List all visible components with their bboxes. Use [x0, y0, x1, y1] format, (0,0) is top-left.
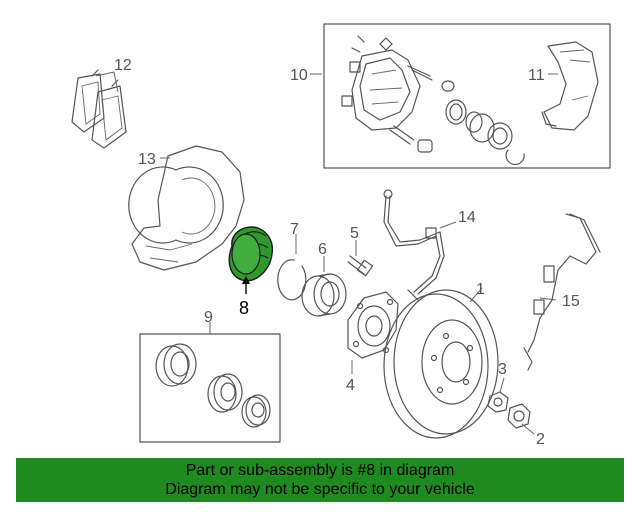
lug-nut-drawing: [487, 391, 509, 413]
disc-rotor-drawing: [383, 289, 499, 439]
callout-15: 15: [562, 293, 580, 310]
callout-1: 1: [476, 281, 485, 298]
abs-sensor-drawing: [523, 213, 601, 371]
callout-8: 8: [239, 298, 249, 318]
part-8-arrow: [242, 276, 250, 294]
callout-7: 7: [290, 221, 299, 238]
parts-diagram: 1 2 3 4 5 6 7 8 9 10 11 12 13 14 15: [71, 23, 611, 448]
leader-lines: [95, 71, 558, 435]
caliper-bracket-drawing: [541, 41, 599, 131]
wheel-bearing-drawing: [301, 273, 347, 317]
hub-bolt-drawing: [347, 255, 374, 277]
hub-drawing: [347, 291, 399, 359]
callout-12: 12: [114, 57, 132, 74]
caliper-assembly-box: [323, 23, 611, 169]
callout-9: 9: [204, 309, 213, 326]
part-8-highlighted-seal: [228, 226, 274, 282]
callout-4: 4: [346, 377, 355, 394]
brake-pads-drawing: [71, 69, 127, 149]
callout-6: 6: [318, 241, 327, 258]
callout-3: 3: [498, 361, 507, 378]
callout-13: 13: [138, 151, 156, 168]
snap-ring-drawing: [277, 259, 307, 301]
callout-14: 14: [458, 209, 476, 226]
callout-10: 10: [290, 67, 308, 84]
banner-line-1: Part or sub-assembly is #8 in diagram: [185, 462, 455, 479]
hub-nut-drawing: [507, 403, 531, 429]
dust-shield-drawing: [128, 145, 245, 271]
banner-line-2: Diagram may not be specific to your vehi…: [165, 481, 475, 498]
brake-hose-drawing: [383, 189, 445, 301]
callout-5: 5: [350, 225, 359, 242]
bearing-kit-drawing: [155, 343, 271, 428]
callout-11: 11: [528, 67, 545, 84]
piston-seals-drawing: [441, 80, 525, 166]
callout-2: 2: [536, 431, 545, 448]
info-banner: Part or sub-assembly is #8 in diagram Di…: [16, 458, 624, 502]
caliper-body-drawing: [341, 35, 433, 153]
